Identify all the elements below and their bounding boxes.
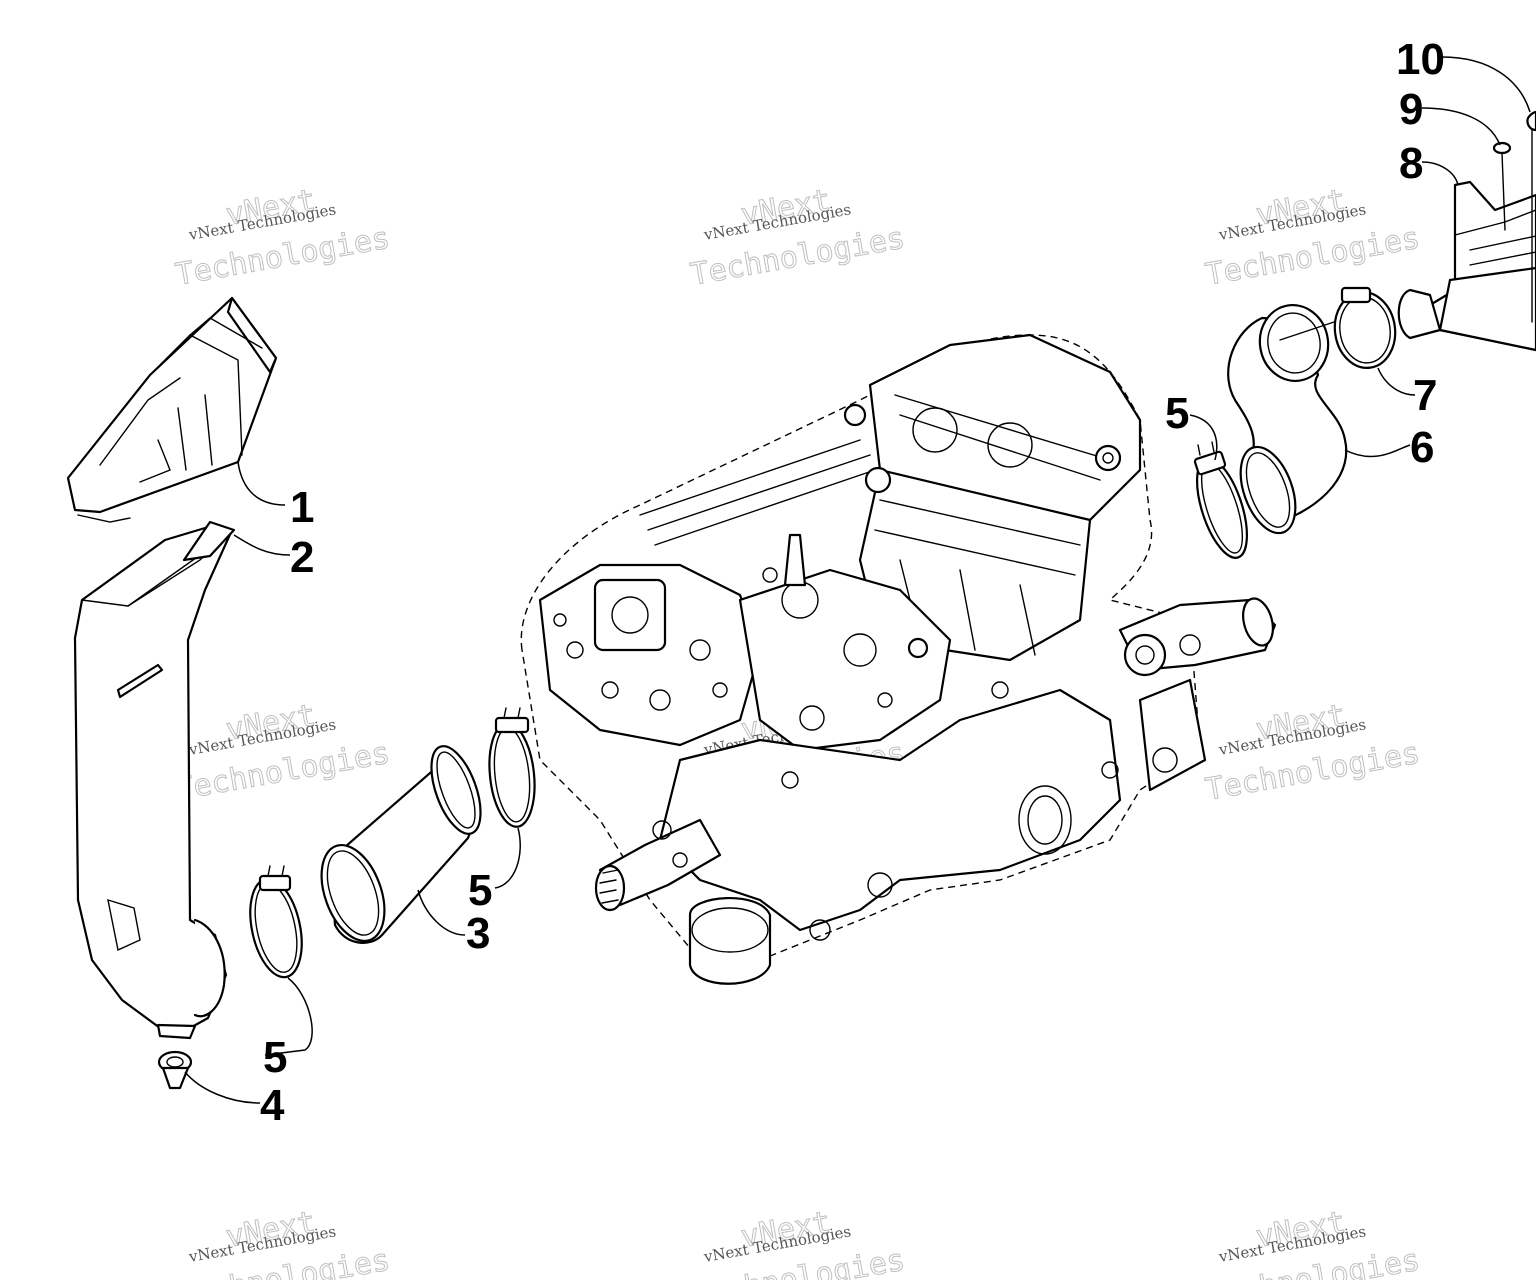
watermark: vNext vNext Technologies Technologies bbox=[687, 182, 908, 293]
part-10-bracket[interactable] bbox=[1526, 110, 1536, 323]
watermark: vNext vNext Technologies Technologies bbox=[172, 182, 393, 293]
part-9-screw[interactable] bbox=[1492, 141, 1512, 231]
watermark: vNext vNext Technologies Technologies bbox=[1202, 697, 1423, 808]
watermark: vNext vNext Technologies Technologies bbox=[1202, 182, 1423, 293]
part-7-clamp[interactable] bbox=[1330, 286, 1400, 372]
part-4-drain-plug[interactable] bbox=[157, 1050, 193, 1090]
callout-6: 6 bbox=[1410, 423, 1434, 472]
part-3-coupler[interactable] bbox=[310, 740, 491, 950]
callout-labels: 1 2 3 4 5 5 5 6 7 8 9 10 bbox=[260, 35, 1445, 1130]
callout-8: 8 bbox=[1399, 139, 1423, 188]
callout-7: 7 bbox=[1413, 371, 1437, 420]
part-5-clamp-right[interactable] bbox=[1187, 441, 1257, 564]
callout-5-middle: 5 bbox=[468, 866, 492, 915]
part-6-bent-hose[interactable] bbox=[1227, 300, 1348, 541]
callout-4: 4 bbox=[260, 1081, 285, 1130]
callout-10: 10 bbox=[1396, 35, 1445, 84]
part-8-airbox-housing[interactable] bbox=[1397, 180, 1536, 352]
part-2-intake-duct[interactable] bbox=[73, 520, 236, 1040]
watermark: vNext vNext Technologies Technologies bbox=[687, 1204, 908, 1280]
callout-5-right: 5 bbox=[1165, 389, 1189, 438]
callout-2: 2 bbox=[290, 533, 314, 582]
engine-assembly bbox=[520, 333, 1277, 985]
watermark: vNext vNext Technologies Technologies bbox=[172, 697, 393, 808]
part-5-clamp-left[interactable] bbox=[242, 865, 310, 982]
watermark: vNext vNext Technologies Technologies bbox=[172, 1204, 393, 1280]
part-1-intake-cover[interactable] bbox=[66, 296, 278, 523]
callout-9: 9 bbox=[1399, 85, 1423, 134]
callout-5-left: 5 bbox=[263, 1033, 287, 1082]
part-5-clamp-middle[interactable] bbox=[485, 707, 540, 829]
callout-3: 3 bbox=[466, 909, 490, 958]
watermark: vNext vNext Technologies Technologies bbox=[1202, 1204, 1423, 1280]
callout-1: 1 bbox=[290, 483, 314, 532]
leader-lines bbox=[184, 56, 1531, 1104]
